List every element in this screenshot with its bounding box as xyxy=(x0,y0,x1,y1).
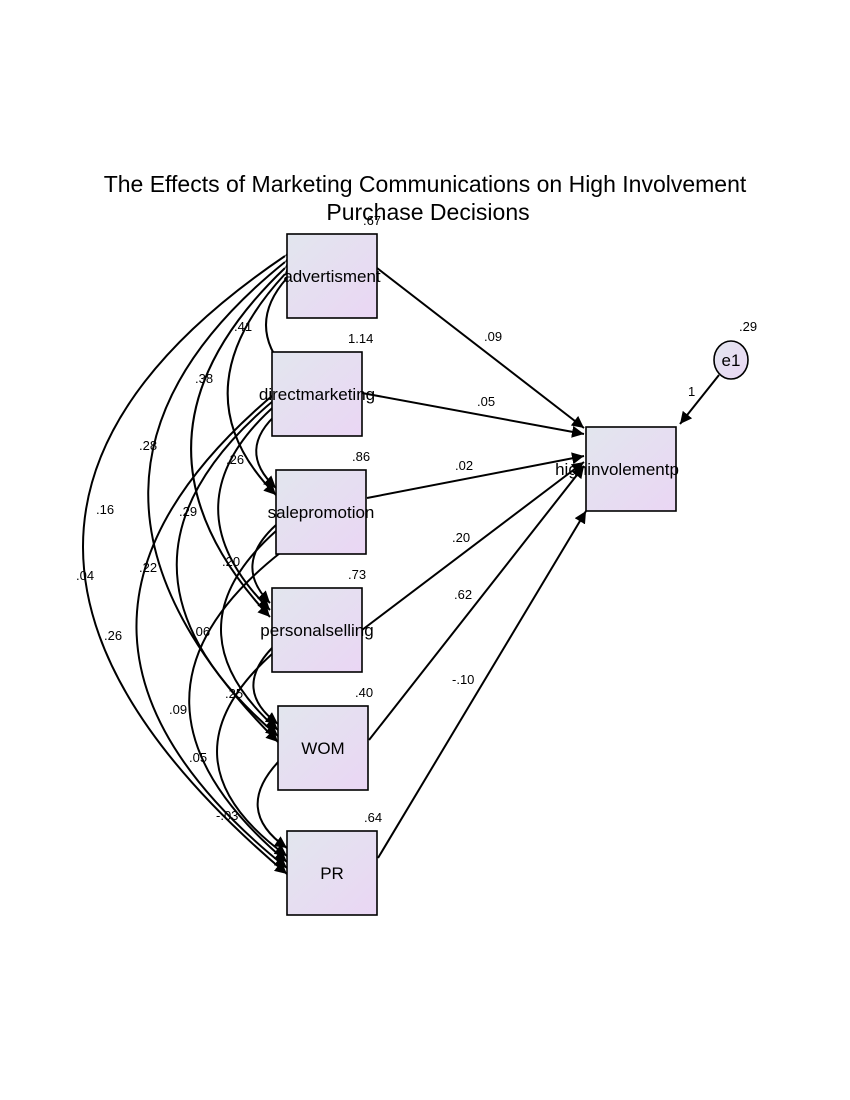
node-label-highinvolvement: highinvolementp xyxy=(555,460,679,479)
node-label-advertisment: advertisment xyxy=(283,267,381,286)
regression-paths xyxy=(361,267,720,859)
cov-directmarketing-wom: .22 xyxy=(139,560,157,575)
cov-arc-salepromotion-pr xyxy=(188,540,294,863)
cov-personalselling-wom: .25 xyxy=(225,686,243,701)
covariance-arcs xyxy=(82,244,300,875)
node-label-salepromotion: salepromotion xyxy=(268,503,375,522)
variance-personalselling: .73 xyxy=(348,567,366,582)
coef-pr: -.10 xyxy=(452,672,474,687)
cov-advertisment-personalselling: .28 xyxy=(139,438,157,453)
path-personalselling-to-highinvolvement xyxy=(361,461,585,631)
coef-e1: 1 xyxy=(688,384,695,399)
cov-directmarketing-personalselling: .29 xyxy=(179,504,197,519)
path-coefficients: .09 .05 .02 .20 .62 -.10 1 xyxy=(452,329,695,687)
path-e1-to-highinvolvement xyxy=(679,374,720,425)
variance-salepromotion: .86 xyxy=(352,449,370,464)
variance-e1: .29 xyxy=(739,319,757,334)
node-label-directmarketing: directmarketing xyxy=(259,385,375,404)
cov-arc-directmarketing-wom xyxy=(175,383,293,737)
cov-arc-advertisment-personalselling xyxy=(190,255,298,618)
node-personalselling: personalselling .73 xyxy=(260,567,374,673)
coef-salepromotion: .02 xyxy=(455,458,473,473)
node-wom: WOM .40 xyxy=(277,685,373,791)
diagram-title-line-1: The Effects of Marketing Communications … xyxy=(104,171,747,197)
node-directmarketing: directmarketing 1.14 xyxy=(259,331,375,437)
cov-advertisment-salepromotion: .38 xyxy=(195,371,213,386)
node-label-pr: PR xyxy=(320,864,344,883)
variance-wom: .40 xyxy=(355,685,373,700)
variance-pr: .64 xyxy=(364,810,382,825)
node-e1: e1 .29 xyxy=(713,319,757,380)
path-directmarketing-to-highinvolvement xyxy=(361,392,585,438)
coef-wom: .62 xyxy=(454,587,472,602)
path-pr-to-highinvolvement xyxy=(377,510,587,859)
node-label-e1: e1 xyxy=(722,351,741,370)
node-pr: PR .64 xyxy=(286,810,382,916)
diagram-title-line-2: Purchase Decisions xyxy=(326,199,529,225)
variance-directmarketing: 1.14 xyxy=(348,331,373,346)
path-advertisment-to-highinvolvement xyxy=(376,267,585,429)
cov-salepromotion-personalselling: .20 xyxy=(222,554,240,569)
cov-directmarketing-salepromotion: .26 xyxy=(226,452,244,467)
cov-salepromotion-pr: .09 xyxy=(169,702,187,717)
cov-arc-personalselling-pr xyxy=(216,641,288,857)
cov-directmarketing-pr: .26 xyxy=(104,628,122,643)
path-wom-to-highinvolvement xyxy=(368,465,585,741)
node-advertisment: advertisment .67 xyxy=(283,213,381,319)
variance-advertisment: .67 xyxy=(363,213,381,228)
cov-arc-salepromotion-wom xyxy=(220,518,289,731)
cov-wom-pr: -.03 xyxy=(216,808,238,823)
covariance-labels: .41 .38 .28 .16 .04 .26 .29 .22 .26 .20 … xyxy=(76,319,252,823)
cov-arc-personalselling-wom xyxy=(252,635,285,725)
cov-arc-advertisment-wom xyxy=(147,249,299,743)
path-salepromotion-to-highinvolvement xyxy=(366,452,585,499)
cov-arc-directmarketing-pr xyxy=(135,377,293,869)
cov-arc-wom-pr xyxy=(256,747,293,849)
node-label-wom: WOM xyxy=(301,739,344,758)
cov-personalselling-pr: .05 xyxy=(189,750,207,765)
coef-personalselling: .20 xyxy=(452,530,470,545)
cov-salepromotion-wom: .06 xyxy=(192,624,210,639)
cov-arc-advertisment-pr xyxy=(82,244,299,875)
cov-advertisment-wom: .16 xyxy=(96,502,114,517)
cov-advertisment-directmarketing: .41 xyxy=(234,319,252,334)
coef-directmarketing: .05 xyxy=(477,394,495,409)
node-label-personalselling: personalselling xyxy=(260,621,373,640)
coef-advertisment: .09 xyxy=(484,329,502,344)
node-salepromotion: salepromotion .86 xyxy=(268,449,375,555)
node-highinvolvement: highinvolementp xyxy=(555,426,679,512)
cov-advertisment-pr: .04 xyxy=(76,568,94,583)
